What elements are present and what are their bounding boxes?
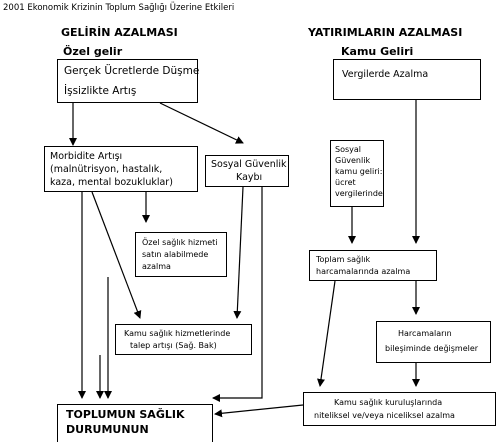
box-harcama-bilesim-line2: bileşiminde değişmeler: [385, 344, 479, 353]
left-subheading: Özel gelir: [63, 45, 123, 58]
box-sg-kamu-geliri-line3: kamu geliri:: [335, 167, 383, 176]
box-sosyal-guvenlik: Sosyal Güvenlik Kaybı: [205, 155, 289, 187]
box-sg-kamu-geliri-line5: vergilerinde: [335, 189, 383, 198]
box-ozel-gelir-line2: İşsizlikte Artış: [64, 85, 137, 97]
box-sg-kamu-geliri-line2: Güvenlik: [335, 156, 371, 165]
box-kamu-kurulus-line1: Kamu sağlık kuruluşlarında: [334, 398, 443, 407]
box-kamu-kurulus: Kamu sağlık kuruluşlarında niteliksel ve…: [303, 392, 496, 426]
box-ozel-gelir-line1: Gerçek Ücretlerde Düşme: [64, 65, 200, 77]
box-toplam-saglik-line1: Toplam sağlık: [316, 255, 371, 264]
box-morbidite-line3: kaza, mental bozukluklar): [50, 177, 173, 188]
box-sosyal-guvenlik-line1: Sosyal Güvenlik: [211, 159, 287, 170]
box-harcama-bilesim-line1: Harcamaların: [398, 329, 452, 338]
box-ozel-saglik-line3: azalma: [142, 262, 171, 271]
box-morbidite: Morbidite Artışı (malnütrisyon, hastalık…: [44, 146, 198, 192]
box-toplum-sagligi-line2: DURUMUNUN: [66, 423, 149, 436]
box-ozel-saglik: Özel sağlık hizmeti satın alabilmede aza…: [135, 232, 227, 277]
box-vergiler-line1: Vergilerde Azalma: [342, 69, 429, 80]
box-toplum-sagligi: TOPLUMUN SAĞLIK DURUMUNUN: [57, 404, 213, 442]
arrow-gelir-to-sosyal-guvenlik: [159, 102, 244, 144]
box-morbidite-line1: Morbidite Artışı: [50, 151, 123, 162]
arrow-toplam-to-kamu-kurulus: [317, 280, 336, 387]
arrow-sosyal-to-kamu-talep: [233, 186, 244, 319]
arrow-kamu-kurulus-to-toplum: [214, 404, 304, 418]
box-morbidite-line2: (malnütrisyon, hastalık,: [50, 164, 163, 175]
box-ozel-saglik-line2: satın alabilmede: [142, 250, 209, 259]
right-subheading: Kamu Geliri: [341, 45, 414, 58]
box-sg-kamu-geliri-line4: ücret: [335, 178, 356, 187]
arrow-morbidite-to-kamu-talep: [91, 191, 142, 319]
box-kamu-talep: Kamu sağlık hizmetlerinde talep artışı (…: [115, 324, 252, 355]
box-sosyal-guvenlik-line2: Kaybı: [236, 172, 263, 183]
box-kamu-talep-line2: talep artışı (Sağ. Bak): [130, 341, 217, 350]
box-ozel-saglik-line1: Özel sağlık hizmeti: [142, 238, 218, 247]
box-kamu-kurulus-line2: niteliksel ve/veya niceliksel azalma: [314, 411, 455, 420]
box-sg-kamu-geliri: Sosyal Güvenlik kamu geliri: ücret vergi…: [330, 140, 384, 207]
box-ozel-gelir: Gerçek Ücretlerde Düşme İşsizlikte Artış: [57, 59, 200, 103]
box-vergiler: Vergilerde Azalma: [333, 59, 481, 100]
left-heading: GELİRİN AZALMASI: [61, 26, 178, 39]
arrow-sosyal-to-toplum: [212, 187, 263, 402]
box-sg-kamu-geliri-line1: Sosyal: [335, 145, 361, 154]
box-harcama-bilesim: Harcamaların bileşiminde değişmeler: [376, 321, 491, 363]
box-toplum-sagligi-line1: TOPLUMUN SAĞLIK: [66, 408, 185, 421]
box-kamu-talep-line1: Kamu sağlık hizmetlerinde: [124, 329, 231, 338]
box-toplam-saglik: Toplam sağlık harcamalarında azalma: [309, 250, 437, 281]
right-heading: YATIRIMLARIN AZALMASI: [308, 26, 463, 39]
box-toplam-saglik-line2: harcamalarında azalma: [316, 267, 411, 276]
page-title: 2001 Ekonomik Krizinin Toplum Sağlığı Üz…: [3, 3, 235, 13]
